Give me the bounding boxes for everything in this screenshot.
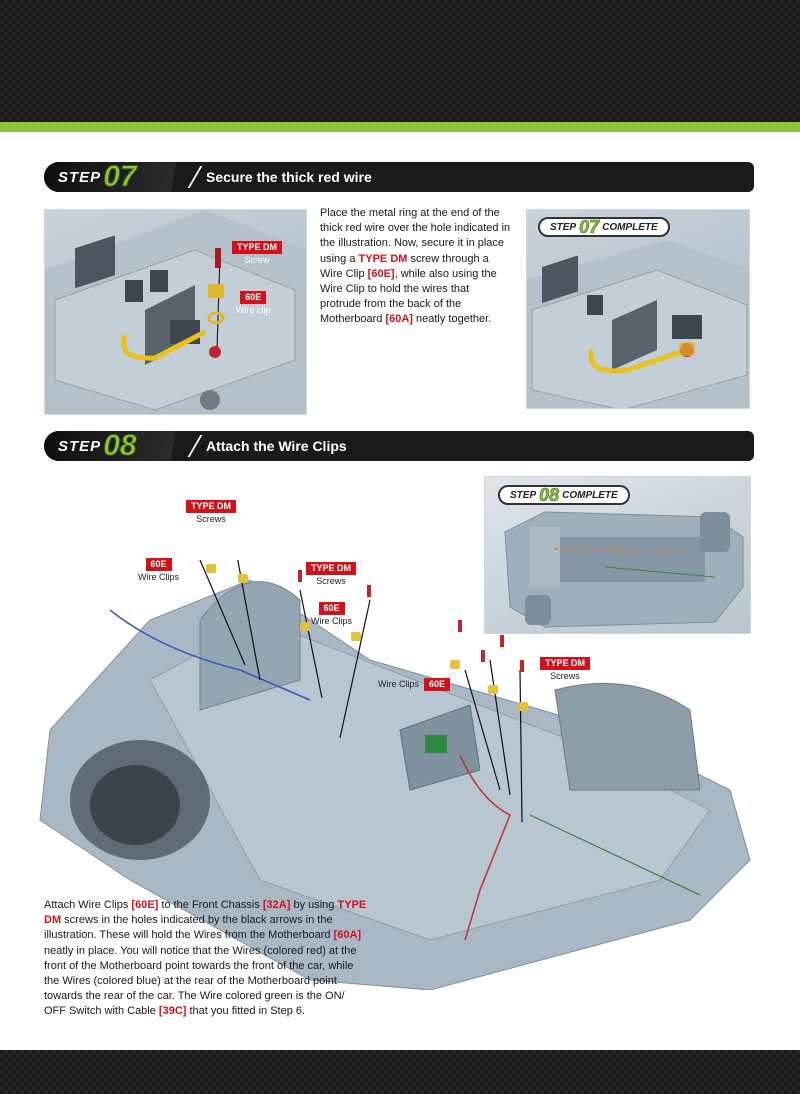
- header-carbon-band: [0, 0, 800, 122]
- header-green-stripe: [0, 122, 800, 132]
- step07-complete-panel: [526, 209, 750, 409]
- step07-title: Secure the thick red wire: [206, 169, 372, 185]
- step08-text-1: Attach Wire Clips: [44, 899, 132, 911]
- step08-complete-badge: STEP 08 COMPLETE: [498, 484, 630, 505]
- step08-ref-32a: [32A]: [262, 899, 291, 911]
- step08-text-3: by using: [290, 899, 338, 911]
- step07-complete-word: STEP: [550, 221, 577, 233]
- step07-clip-tag-sub: Wire clip: [236, 305, 271, 315]
- step08-tag-clips-e: Wire Clips 60E: [378, 678, 451, 691]
- step08-number: 08: [103, 429, 137, 462]
- step08-tag-screws-a-label: TYPE DM: [186, 500, 237, 513]
- step07-text-3: , while also using the Wire Clip to hold…: [320, 267, 497, 326]
- step08-chassis-drawing: [39, 560, 751, 990]
- step07-chassis-drawing: [45, 210, 306, 414]
- step08-tag-screws-c-sub: Screws: [316, 576, 346, 586]
- step07-badge: STEP 07: [44, 160, 194, 193]
- step08-title: Attach the Wire Clips: [206, 438, 347, 454]
- step08-text-4: screws in the holes indicated by the bla…: [44, 914, 334, 942]
- step07-ref-60a: [60A]: [385, 313, 413, 326]
- step08-text-5: neatly in place. You will notice that th…: [44, 944, 357, 1018]
- step07-complete-suffix: COMPLETE: [602, 221, 658, 233]
- step08-tag-clips-d-label: 60E: [318, 602, 345, 615]
- step07-screw-tag-label: TYPE DM: [232, 241, 283, 254]
- step08-tag-screws-c: TYPE DM Screws: [306, 562, 357, 587]
- step08-tag-clips-b-label: 60E: [145, 558, 172, 571]
- step08-complete-drawing: [504, 511, 744, 628]
- step07-text-1: Place the metal ring at the end of the t…: [320, 207, 511, 265]
- step08-word: STEP: [58, 437, 102, 455]
- step07-clip-tag-label: 60E: [240, 291, 267, 304]
- step08-tag-screws-f-sub: Screws: [550, 671, 580, 681]
- step08-ref-60a: [60A]: [333, 929, 362, 942]
- step08-chassis-illustration: [10, 560, 790, 990]
- step07-instructions: Place the metal ring at the end of the t…: [320, 206, 512, 328]
- step07-text-4: neatly together.: [412, 313, 492, 326]
- step07-complete-number: 07: [579, 216, 600, 237]
- step08-tag-clips-d-sub: Wire Clips: [311, 616, 353, 626]
- step08-complete-number: 08: [539, 484, 560, 505]
- step07-header-bar: STEP 07 Secure the thick red wire: [44, 160, 754, 193]
- footer-carbon-band: [0, 1050, 800, 1094]
- step07-word: STEP: [58, 168, 102, 186]
- step08-complete-word: STEP: [510, 489, 537, 501]
- step08-tag-screws-a: TYPE DM Screws: [186, 500, 237, 525]
- step07-ref-type-dm: TYPE DM: [358, 252, 408, 265]
- step08-complete-suffix: COMPLETE: [562, 489, 618, 501]
- step07-text-2: screw through a Wire Clip: [320, 252, 489, 280]
- step08-ref-type-dm: TYPE DM: [44, 899, 367, 927]
- step08-tag-clips-b-sub: Wire Clips: [138, 572, 180, 582]
- step08-badge: STEP 08: [44, 429, 194, 462]
- step07-screw-tag-sub: Screw: [244, 255, 270, 265]
- step08-tag-screws-f-label: TYPE DM: [540, 657, 591, 670]
- step08-text-2: to the Front Chassis: [158, 899, 263, 911]
- step08-tag-screws-c-label: TYPE DM: [306, 562, 357, 575]
- step08-tag-clips-e-label: 60E: [424, 678, 451, 691]
- step07-screw-tag: TYPE DM Screw: [232, 241, 283, 266]
- step07-clip-tag: 60E Wire clip: [236, 291, 271, 316]
- step08-instructions: Attach Wire Clips [60E] to the Front Cha…: [44, 898, 369, 1020]
- step08-tag-clips-e-sub: Wire Clips: [378, 679, 420, 689]
- step07-complete-drawing: [527, 240, 749, 408]
- step08-tag-clips-d: 60E Wire Clips: [311, 602, 352, 627]
- step08-ref-39c: [39C]: [158, 1005, 187, 1018]
- step08-tag-screws-a-sub: Screws: [196, 514, 226, 524]
- step08-tag-screws-f: TYPE DM Screws: [540, 657, 591, 682]
- step08-text-6: that you fitted in Step 6.: [186, 1005, 306, 1018]
- step07-complete-badge: STEP 07 COMPLETE: [538, 216, 670, 237]
- step08-header-bar: STEP 08 Attach the Wire Clips: [44, 429, 754, 462]
- step07-ref-60e: [60E]: [367, 267, 395, 280]
- step08-ref-60e: [60E]: [131, 899, 159, 911]
- step07-number: 07: [103, 160, 137, 193]
- step08-tag-clips-b: 60E Wire Clips: [138, 558, 179, 583]
